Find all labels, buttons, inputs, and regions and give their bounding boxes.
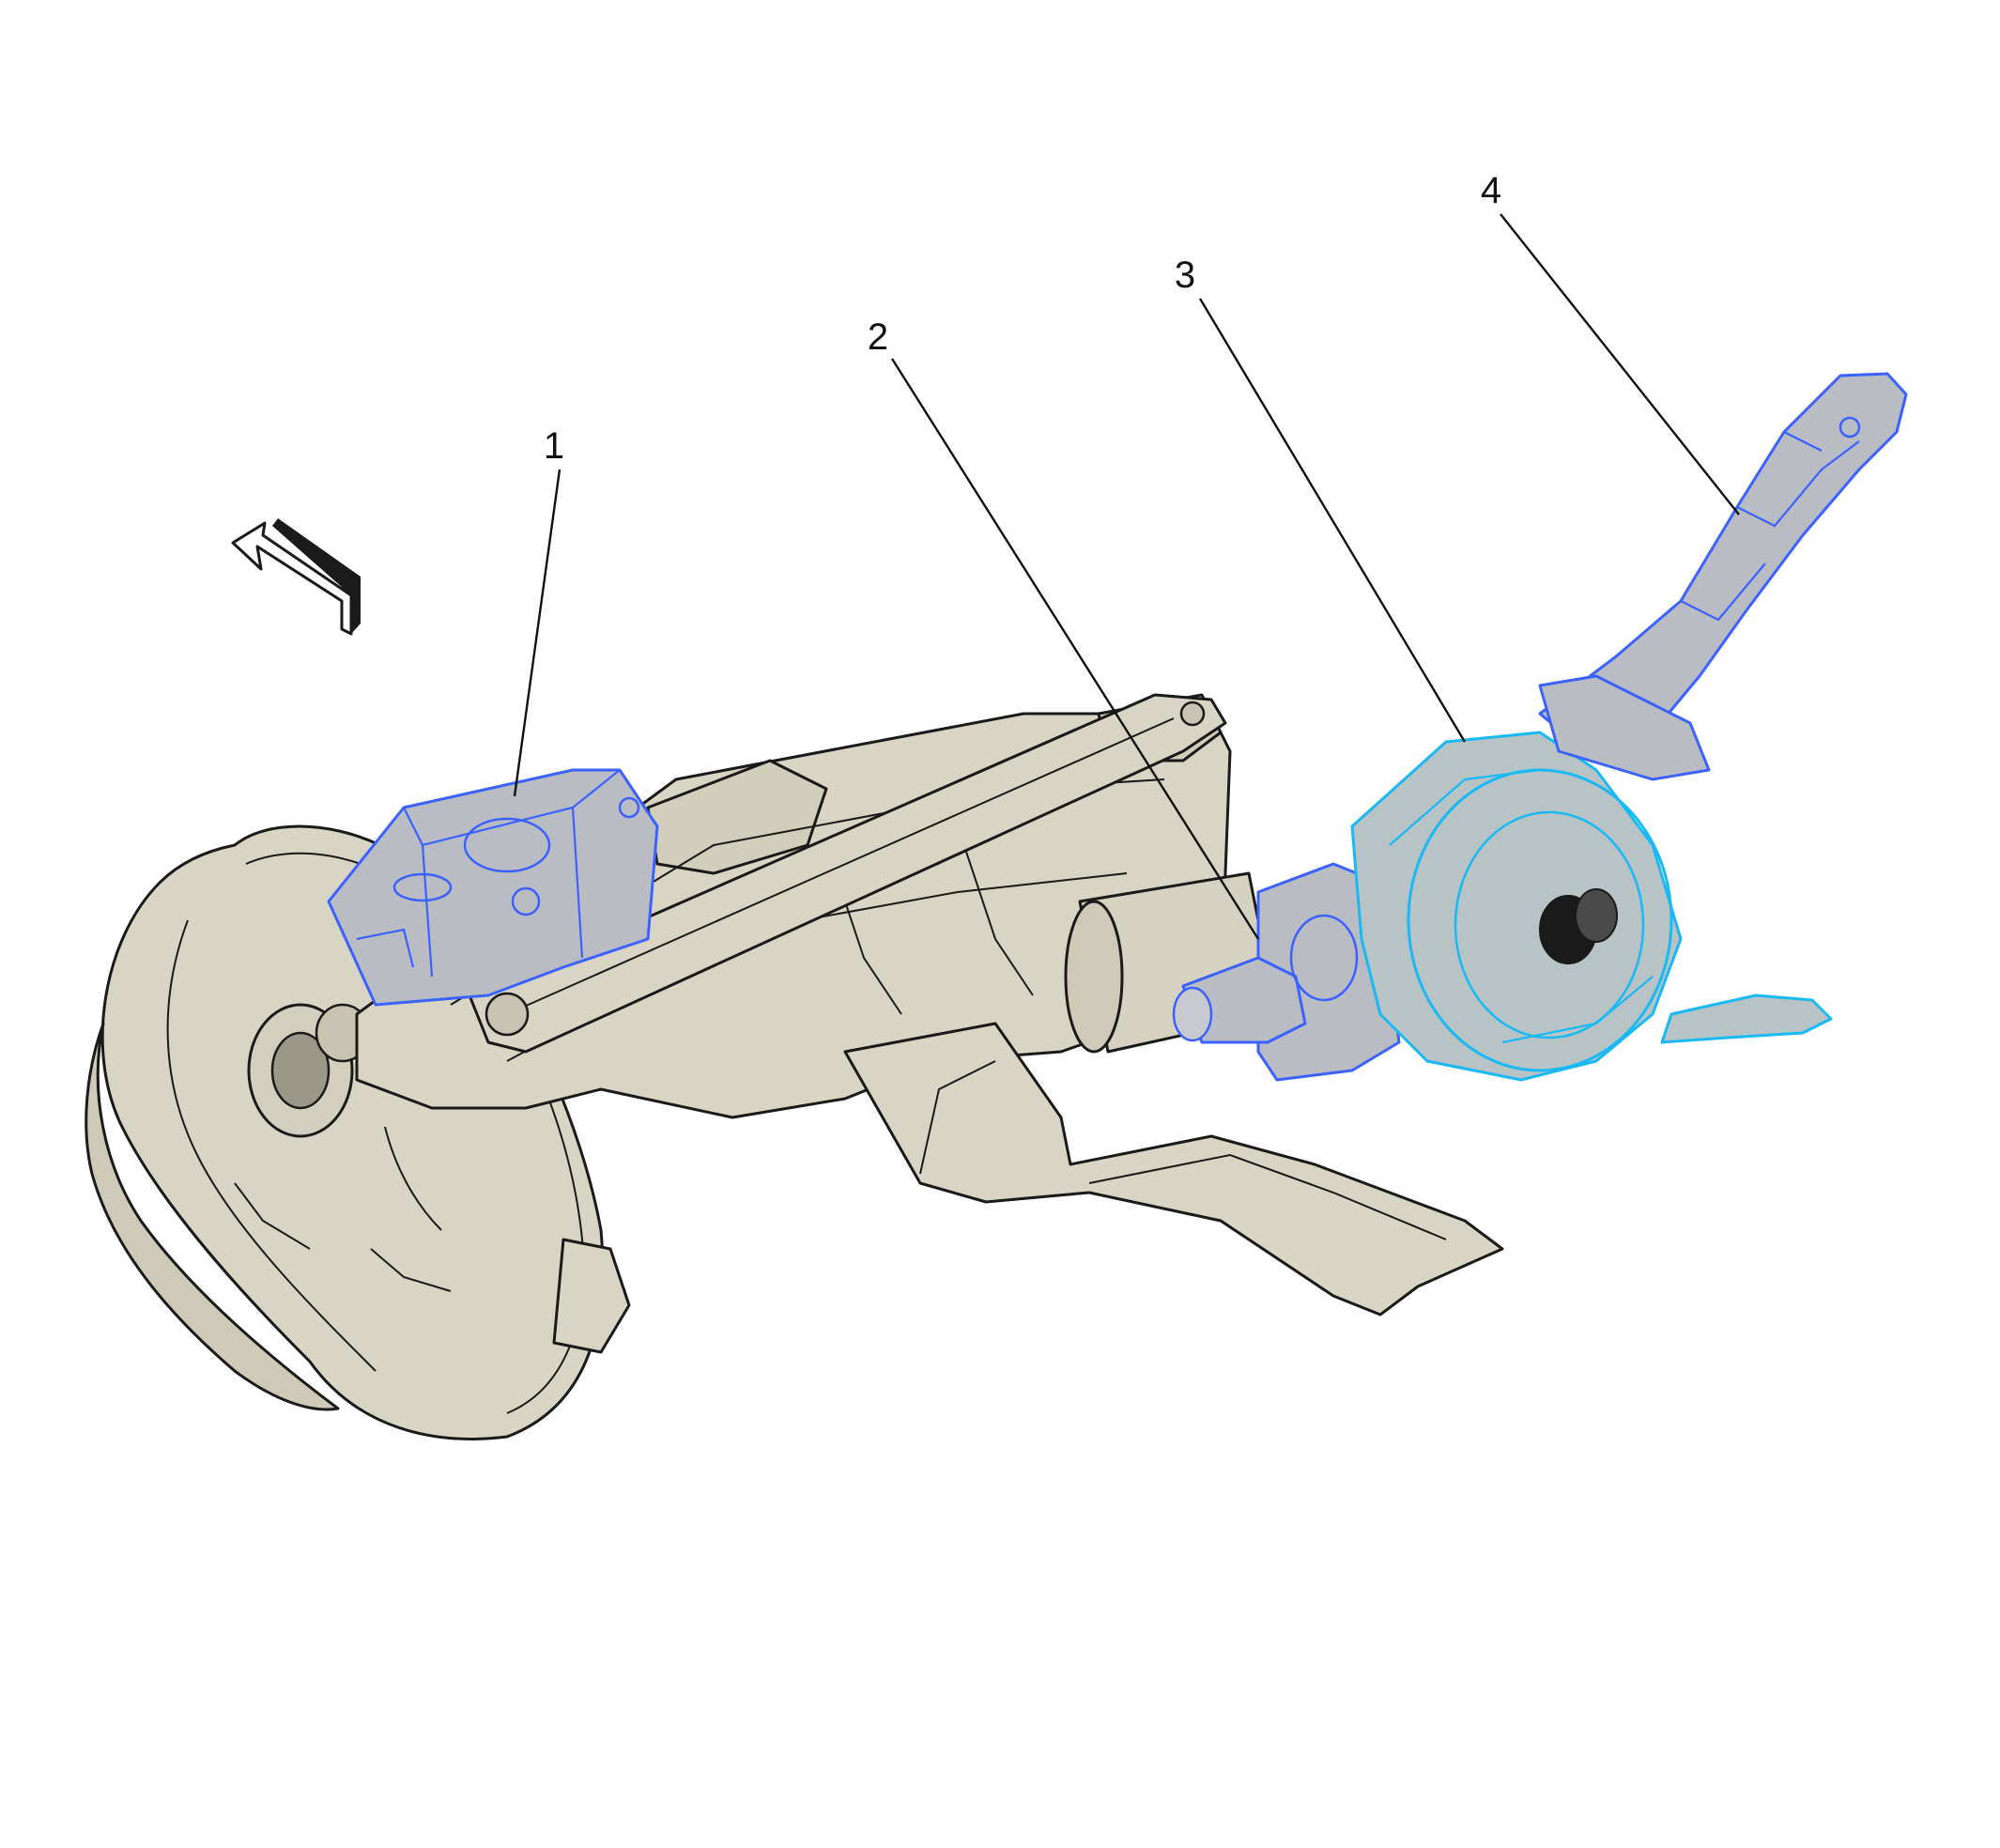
- tilt-lever-bracket: [843, 1022, 1504, 1317]
- callout-labels: 1 2 3 4: [544, 170, 1501, 467]
- callout-2: 2: [868, 316, 888, 358]
- column-brace: [468, 693, 1227, 1054]
- callout-4: 4: [1481, 170, 1501, 211]
- forward-arrow-icon: [231, 518, 361, 636]
- leader-line-4: [1500, 213, 1740, 516]
- callout-1: 1: [544, 425, 564, 467]
- callout-3: 3: [1175, 254, 1195, 296]
- leader-line-1: [513, 469, 562, 797]
- leader-line-2: [890, 358, 1260, 940]
- part-3-clockspring: [1350, 731, 1833, 1082]
- leader-lines: [513, 213, 1740, 940]
- part-1-module: [327, 768, 659, 1007]
- leader-line-3: [1198, 298, 1467, 743]
- part-4-lever: [1538, 372, 1908, 781]
